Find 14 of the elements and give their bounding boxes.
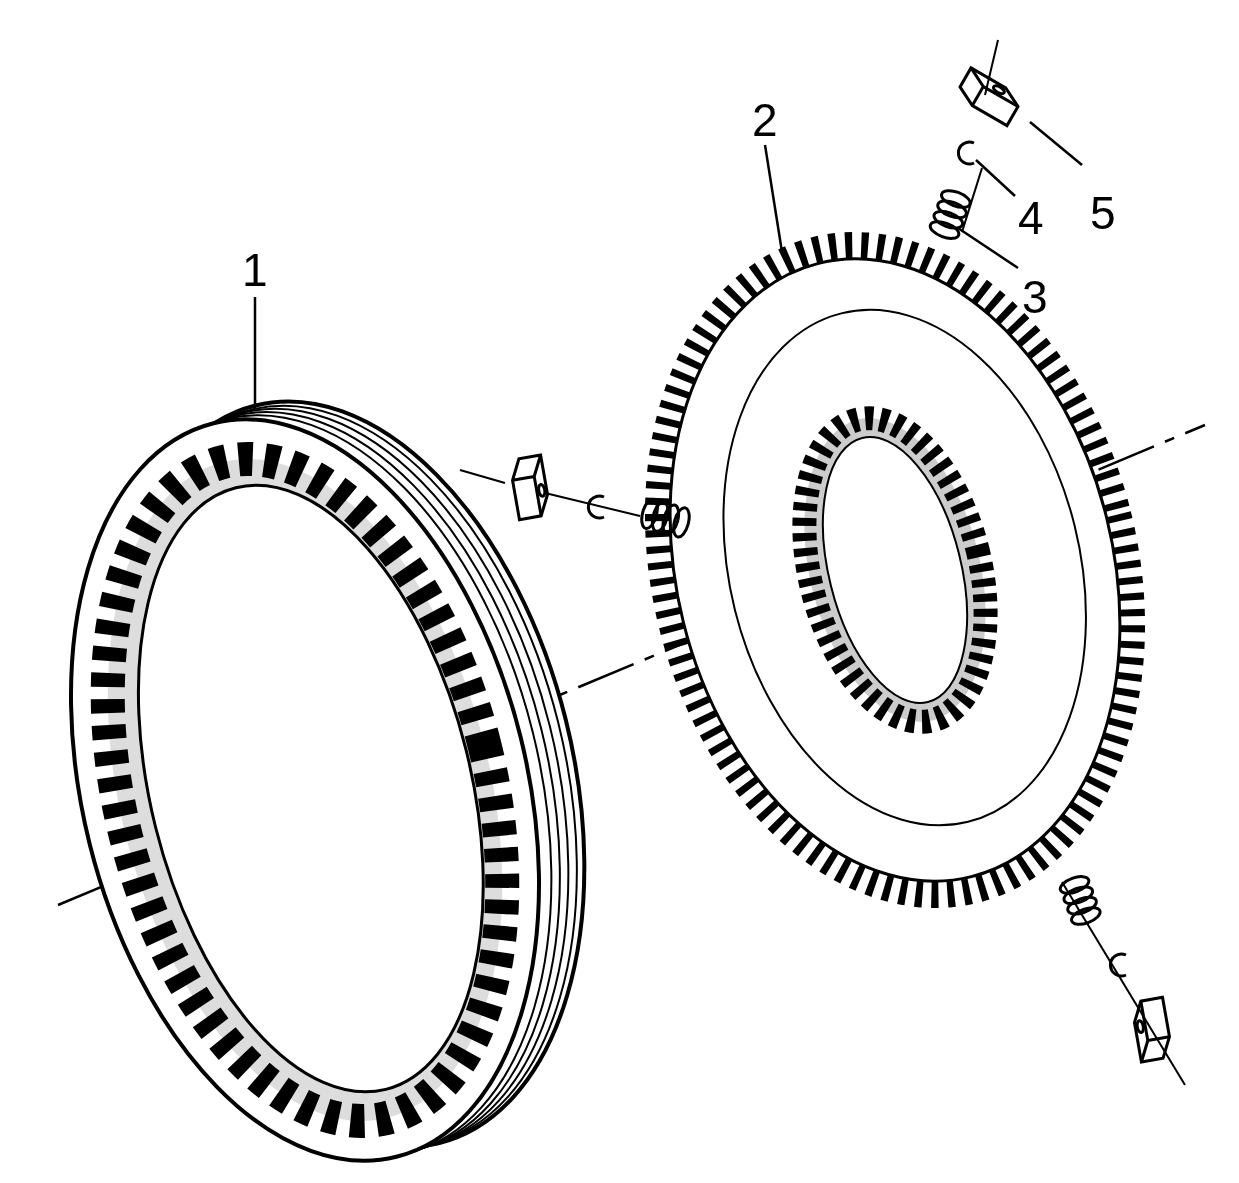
callout-number: 2	[752, 95, 778, 145]
retainer-clip-drawing	[957, 140, 975, 166]
key-drawing	[958, 65, 1020, 128]
spring-drawing	[928, 189, 972, 240]
leader-line	[957, 226, 1019, 270]
leader-line	[253, 297, 257, 409]
callout-number: 4	[1018, 193, 1044, 243]
callout-number: 1	[242, 245, 268, 295]
callout-number: 5	[1090, 188, 1116, 238]
leader-line	[975, 159, 1016, 197]
leader-line	[1029, 121, 1083, 166]
callout-number: 3	[1022, 272, 1048, 322]
hub-drawing	[645, 232, 1145, 908]
sleeve-drawing	[69, 399, 587, 1163]
